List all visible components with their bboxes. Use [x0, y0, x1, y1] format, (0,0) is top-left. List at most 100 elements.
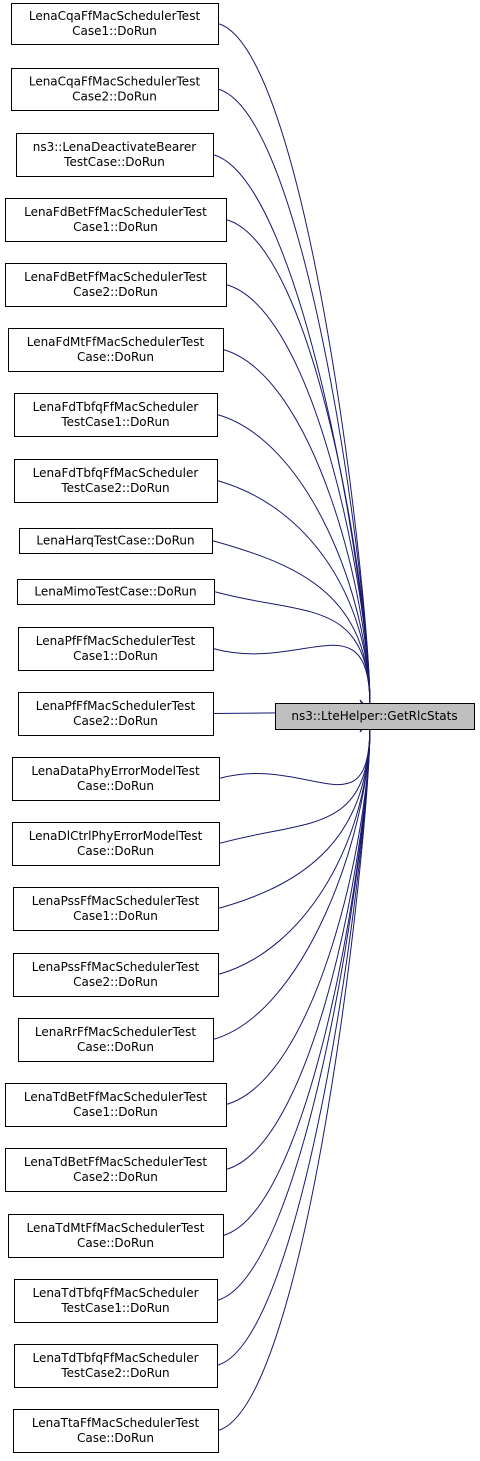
node-label-line-2: Case::DoRun: [77, 844, 154, 858]
node-box: [18, 627, 214, 671]
node-label-line-1: LenaTdTbfqFfMacScheduler: [32, 1286, 198, 1300]
edge-lenatdtbfq-1: [216, 723, 371, 1301]
node-label-line-2: Case::DoRun: [77, 350, 154, 364]
node-label-line-2: Case2::DoRun: [73, 1170, 158, 1184]
node-label-line-1: LenaPssFfMacSchedulerTest: [32, 960, 200, 974]
node-label-line-1: ns3::LteHelper::GetRlcStats: [291, 709, 457, 723]
node-label-line-2: Case2::DoRun: [73, 975, 158, 989]
edge-lenatdbet-1: [225, 723, 371, 1105]
node-label-line-2: TestCase2::DoRun: [60, 481, 169, 495]
node-label-line-2: TestCase1::DoRun: [60, 1301, 169, 1315]
node-box: [5, 198, 227, 242]
node-label-line-1: ns3::LenaDeactivateBearer: [33, 140, 197, 154]
node-label-line-2: Case1::DoRun: [72, 24, 157, 38]
node-box: [18, 692, 214, 736]
node-label-line-1: LenaCqaFfMacSchedulerTest: [29, 75, 201, 89]
edge-lenatdmt: [222, 723, 371, 1236]
node-label-line-1: LenaFdTbfqFfMacScheduler: [33, 400, 199, 414]
node-label-line-1: LenaTdBetFfMacSchedulerTest: [24, 1155, 208, 1169]
edge-lenafdtbfq-2: [216, 480, 371, 709]
edge-lenatta: [217, 723, 371, 1431]
target-node-ns3-ltehelper-getrlcstats[interactable]: ns3::LteHelper::GetRlcStats: [275, 703, 475, 730]
node-label-line-1: LenaTtaFfMacSchedulerTest: [32, 1416, 200, 1430]
node-box: [5, 1148, 227, 1192]
caller-node-lenamimo[interactable]: LenaMimoTestCase::DoRun: [17, 579, 215, 605]
node-label-line-1: LenaPfFfMacSchedulerTest: [36, 634, 196, 648]
node-label-line-2: Case::DoRun: [77, 1236, 154, 1250]
node-label-line-2: TestCase1::DoRun: [60, 415, 169, 429]
node-box: [14, 393, 218, 437]
node-label-line-1: LenaFdMtFfMacSchedulerTest: [27, 335, 205, 349]
node-box: [13, 1409, 219, 1453]
node-box: [8, 328, 224, 372]
node-box: [5, 263, 227, 307]
edge-lenapf-1: [212, 644, 371, 709]
edge-lenamimo: [213, 591, 371, 709]
edge-lenapss-1: [217, 723, 371, 909]
node-label-line-2: Case1::DoRun: [73, 220, 158, 234]
caller-node-lenaharq[interactable]: LenaHarqTestCase::DoRun: [19, 528, 213, 554]
node-box: [275, 703, 475, 730]
edge-lenafdbet-2: [225, 284, 371, 709]
node-label-line-2: TestCase::DoRun: [63, 155, 165, 169]
node-label-line-2: Case2::DoRun: [73, 714, 158, 728]
edge-lenadataphy: [218, 723, 371, 786]
node-box: [16, 133, 214, 177]
node-label-line-2: Case2::DoRun: [72, 90, 157, 104]
node-label-line-1: LenaFdBetFfMacSchedulerTest: [24, 270, 207, 284]
edge-lenaharq: [211, 540, 371, 709]
node-label-line-1: LenaTdBetFfMacSchedulerTest: [24, 1090, 208, 1104]
edge-lenatdtbfq-2: [216, 723, 371, 1366]
node-box: [11, 68, 219, 111]
node-label-line-1: LenaTdTbfqFfMacScheduler: [32, 1351, 198, 1365]
node-box: [13, 887, 219, 931]
edge-lenacqa-1: [217, 23, 371, 709]
node-box: [14, 1344, 218, 1388]
node-label-line-1: LenaFdBetFfMacSchedulerTest: [24, 205, 207, 219]
node-box: [12, 822, 220, 866]
edge-lenarr: [212, 723, 371, 1040]
node-box: [17, 579, 215, 605]
node-box: [8, 1214, 224, 1258]
node-label-line-2: Case1::DoRun: [73, 909, 158, 923]
edge-lenacqa-2: [217, 88, 371, 709]
node-label-line-1: LenaMimoTestCase::DoRun: [34, 585, 196, 599]
node-label-line-2: Case::DoRun: [77, 779, 154, 793]
node-box: [18, 1018, 214, 1062]
node-label-line-2: TestCase2::DoRun: [60, 1366, 169, 1380]
node-box: [13, 953, 219, 997]
node-label-line-1: LenaTdMtFfMacSchedulerTest: [27, 1221, 205, 1235]
node-label-line-1: LenaDlCtrlPhyErrorModelTest: [29, 829, 203, 843]
node-label-line-1: LenaCqaFfMacSchedulerTest: [29, 9, 201, 23]
node-label-line-2: Case::DoRun: [77, 1431, 154, 1445]
node-label-line-1: LenaHarqTestCase::DoRun: [36, 534, 194, 548]
node-label-line-1: LenaPfFfMacSchedulerTest: [36, 699, 196, 713]
edges-group: [211, 23, 375, 1431]
node-label-line-1: LenaDataPhyErrorModelTest: [31, 764, 200, 778]
node-label-line-1: LenaPssFfMacSchedulerTest: [32, 894, 200, 908]
nodes-group: LenaCqaFfMacSchedulerTestCase1::DoRunLen…: [5, 3, 475, 1453]
node-label-line-2: Case1::DoRun: [73, 1105, 158, 1119]
